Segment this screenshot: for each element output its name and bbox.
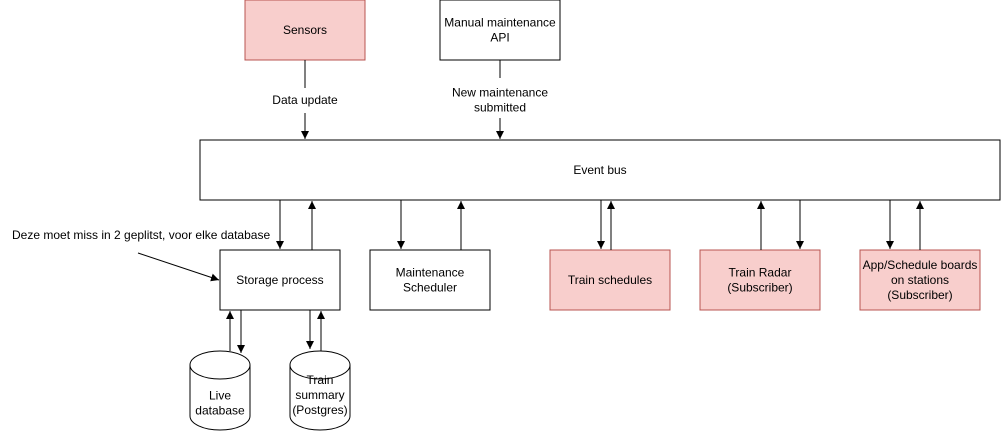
manual-maintenance-api-box	[439, 0, 561, 61]
annotation-arrow	[137, 252, 220, 282]
train-radar-box	[699, 249, 821, 311]
text-line: API	[490, 31, 509, 45]
maintenance-scheduler-box	[369, 249, 491, 311]
text-line: Event bus	[573, 163, 626, 177]
data-update-label: Data update	[272, 93, 338, 107]
text-line: (Subscriber)	[727, 281, 792, 295]
text-line: Train	[307, 373, 334, 387]
text-line: New maintenance	[452, 86, 548, 100]
train-radar-label: Train Radar(Subscriber)	[727, 266, 792, 295]
train-schedules-box	[549, 249, 671, 311]
text-line: Scheduler	[403, 281, 457, 295]
app-schedule-boards-box	[859, 249, 981, 311]
text-line: database	[195, 404, 245, 418]
sensors-label: Sensors	[283, 23, 327, 37]
annotation-note: Deze moet miss in 2 geplitst, voor elke …	[12, 228, 270, 242]
event-bus-label: Event bus	[573, 163, 626, 177]
text-line: Storage process	[236, 273, 323, 287]
text-line: Data update	[272, 93, 338, 107]
text-line: Manual maintenance	[444, 16, 556, 30]
text-line: submitted	[474, 101, 526, 115]
storage-process-label: Storage process	[236, 273, 323, 287]
live-database-cylinder	[189, 350, 251, 431]
text-line: summary	[295, 388, 344, 402]
text-line: Sensors	[283, 23, 327, 37]
text-line: Live	[209, 389, 231, 403]
text-line: Train schedules	[568, 273, 652, 287]
text-line: Maintenance	[396, 266, 465, 280]
storage-process-box	[219, 249, 341, 311]
train-schedules-label: Train schedules	[568, 273, 652, 287]
text-line: (Subscriber)	[887, 288, 952, 302]
text-line: (Postgres)	[292, 403, 347, 417]
train-summary-cylinder	[289, 350, 351, 431]
text-line: App/Schedule boards	[863, 258, 978, 272]
event-bus-box	[199, 139, 1001, 201]
text-line: Train Radar	[729, 266, 792, 280]
sensors-box	[244, 0, 366, 61]
text-line: on stations	[891, 273, 949, 287]
